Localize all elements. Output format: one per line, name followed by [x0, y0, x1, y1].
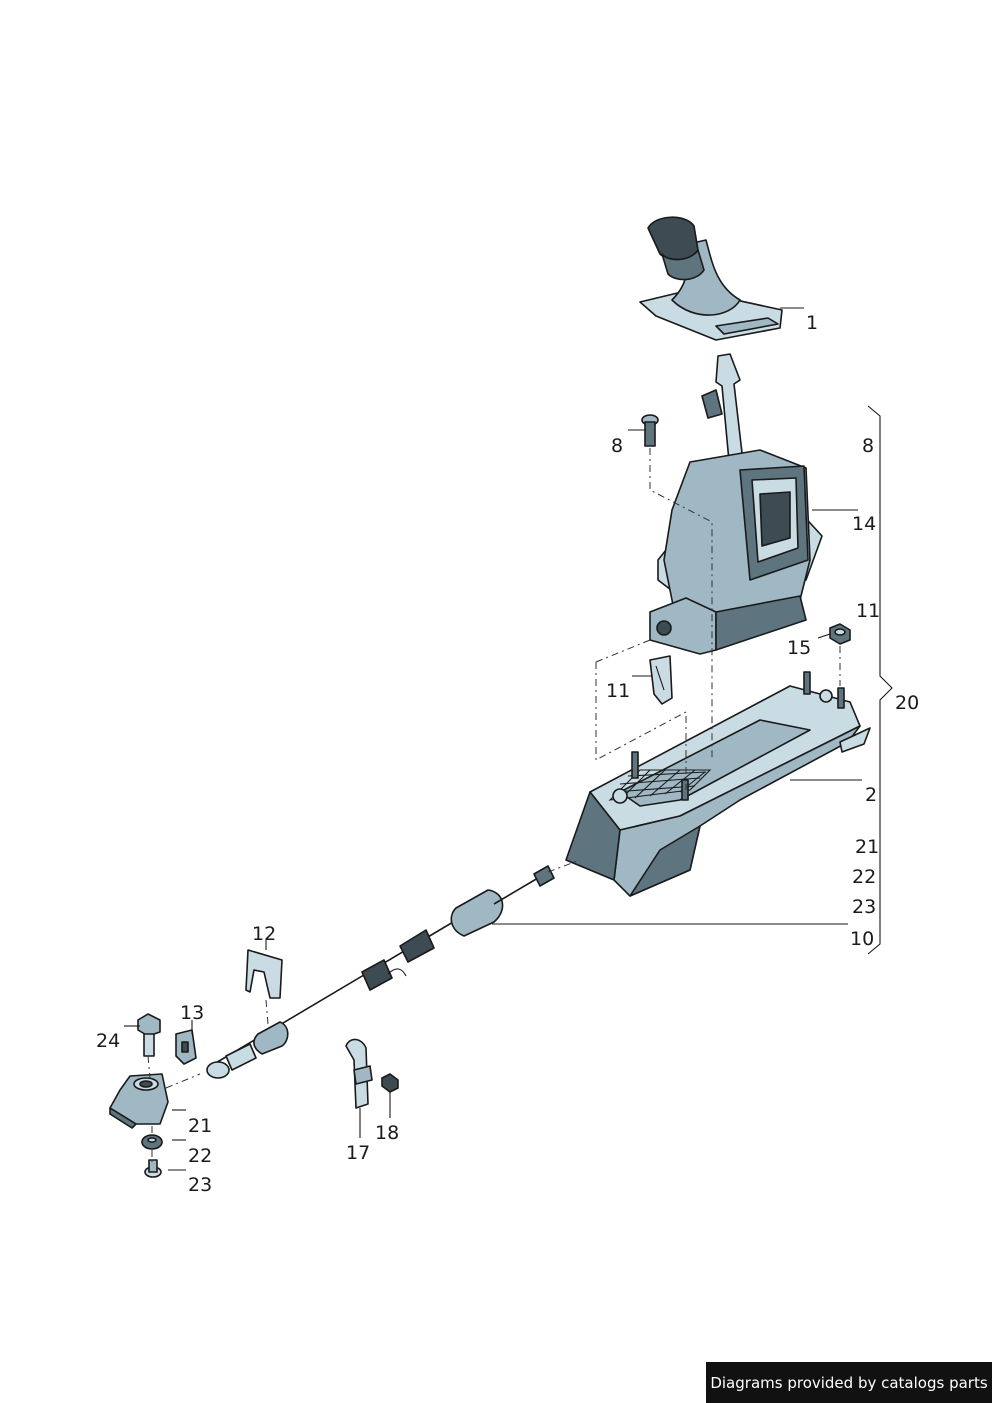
clip-13[interactable]: [175, 1029, 197, 1065]
callout-22-right[interactable]: 22: [852, 866, 876, 888]
screw-23[interactable]: [144, 1159, 162, 1178]
callout-23-left[interactable]: 23: [188, 1174, 212, 1196]
callout-11-right[interactable]: 11: [856, 600, 880, 622]
callout-12[interactable]: 12: [252, 923, 276, 945]
group-bracket-20: [867, 405, 893, 955]
bolt-8[interactable]: [641, 414, 659, 447]
callout-21-right[interactable]: 21: [855, 836, 879, 858]
console-bracket[interactable]: [565, 671, 871, 897]
callout-10[interactable]: 10: [850, 928, 874, 950]
callout-18[interactable]: 18: [375, 1122, 399, 1144]
holder-17[interactable]: [345, 1038, 373, 1109]
selector-cable[interactable]: [206, 865, 555, 1079]
callout-21-left[interactable]: 21: [188, 1115, 212, 1137]
shifter-housing[interactable]: [649, 353, 823, 655]
footer-credit: Diagrams provided by catalogs parts: [706, 1362, 992, 1403]
console-grid: [608, 769, 712, 801]
callout-11-left[interactable]: 11: [606, 680, 630, 702]
assembly-dashes: [147, 448, 841, 1162]
callout-labels: 1 8 8 14 11 15 11 20 2 21 22 23 10 12 13…: [96, 312, 919, 1196]
bracket-21[interactable]: [109, 1073, 169, 1129]
leader-lines: [124, 307, 862, 1171]
clip-12[interactable]: [245, 949, 283, 999]
callout-23-right[interactable]: 23: [852, 896, 876, 918]
gear-knob-boot-assembly[interactable]: [639, 216, 783, 341]
callout-2[interactable]: 2: [865, 784, 877, 806]
bolt-24[interactable]: [137, 1013, 161, 1057]
callout-14[interactable]: 14: [852, 513, 876, 535]
callout-15[interactable]: 15: [787, 637, 811, 659]
callout-1[interactable]: 1: [806, 312, 818, 334]
callout-8-left[interactable]: 8: [611, 435, 623, 457]
callout-13[interactable]: 13: [180, 1002, 204, 1024]
clip-11[interactable]: [649, 655, 673, 705]
callout-24[interactable]: 24: [96, 1030, 120, 1052]
nut-18[interactable]: [381, 1073, 399, 1093]
nut-15[interactable]: [829, 623, 851, 645]
callout-8-right[interactable]: 8: [862, 435, 874, 457]
callout-17[interactable]: 17: [346, 1142, 370, 1164]
nut-22[interactable]: [141, 1134, 163, 1150]
callout-20[interactable]: 20: [895, 692, 919, 714]
callout-22-left[interactable]: 22: [188, 1145, 212, 1167]
